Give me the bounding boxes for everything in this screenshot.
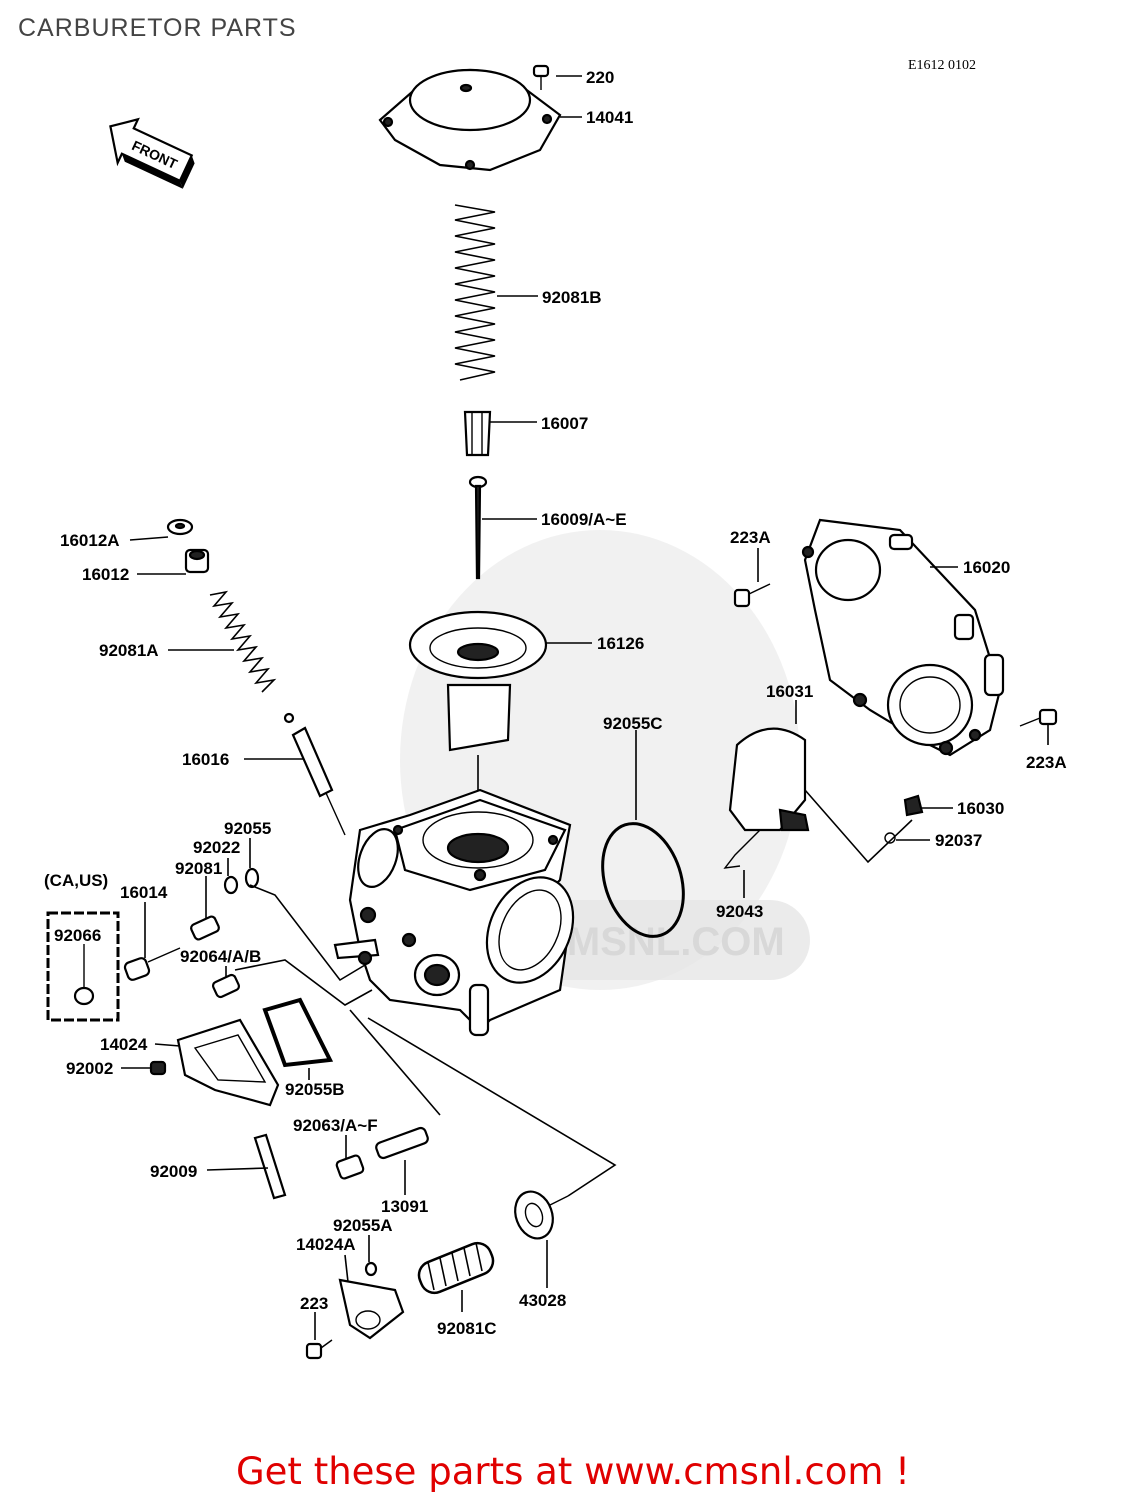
screw-223a-right-part xyxy=(1019,708,1058,727)
side-cover-part xyxy=(801,518,1005,757)
spring-92081c-part xyxy=(417,1241,495,1295)
callout-14041: 14041 xyxy=(586,108,633,127)
spring-92081b-part xyxy=(454,204,496,381)
washer-92022-part xyxy=(223,875,239,895)
callout-223a-top: 223A xyxy=(730,528,771,547)
callout-16014: 16014 xyxy=(120,883,168,902)
valve-16016-part xyxy=(283,712,346,836)
cap-16012a-part xyxy=(166,518,194,536)
cover-14024-part xyxy=(176,1018,280,1107)
top-cover-part xyxy=(378,68,562,172)
ca-us-plug-box xyxy=(46,911,120,1022)
watermark-text: CMSNL.COM xyxy=(538,920,785,964)
callout-92022: 92022 xyxy=(193,838,240,857)
callout-92081b: 92081B xyxy=(542,288,602,307)
diaphragm-part xyxy=(408,610,548,752)
callout-16016: 16016 xyxy=(182,750,229,769)
jet-92064-part xyxy=(211,973,241,999)
callout-16126: 16126 xyxy=(597,634,644,653)
callout-92055c: 92055C xyxy=(603,714,663,733)
screw-16014-part xyxy=(123,947,181,981)
callout-92055a: 92055A xyxy=(333,1216,393,1235)
cover-14024a-part xyxy=(338,1278,405,1340)
needle-jet-13091-part xyxy=(375,1126,429,1160)
float-part xyxy=(723,727,810,869)
screw-92002-part xyxy=(149,1060,167,1076)
drain-92009-part xyxy=(253,1133,287,1200)
cap-16012-part xyxy=(184,548,210,574)
callout-16030: 16030 xyxy=(957,799,1004,818)
plunger-43028-part xyxy=(514,1190,569,1240)
jet-92063-part xyxy=(335,1154,365,1180)
callout-43028: 43028 xyxy=(519,1291,566,1310)
footer-cta-link[interactable]: Get these parts at www.cmsnl.com ! xyxy=(235,1450,910,1493)
callout-92055b: 92055B xyxy=(285,1080,345,1099)
callout-220: 220 xyxy=(586,68,614,87)
callout-92081c: 92081C xyxy=(437,1319,497,1338)
front-arrow-icon: FRONT xyxy=(109,117,195,189)
callout-16007: 16007 xyxy=(541,414,588,433)
leader-lines xyxy=(121,75,1049,1340)
callout-92002: 92002 xyxy=(66,1059,113,1078)
callout-92037: 92037 xyxy=(935,831,982,850)
clip-92037-part xyxy=(884,832,896,844)
callout-92081a: 92081A xyxy=(99,641,159,660)
callout-16031: 16031 xyxy=(766,682,813,701)
callout-ca-us: (CA,US) xyxy=(44,871,108,890)
callout-92066: 92066 xyxy=(54,926,101,945)
callout-13091: 13091 xyxy=(381,1197,428,1216)
screw-223-part xyxy=(305,1339,333,1360)
callout-labels: 220 14041 92081B 16007 16009/A~E 16012A … xyxy=(44,68,1067,1338)
callout-92055: 92055 xyxy=(224,819,271,838)
callout-92064: 92064/A/B xyxy=(180,947,261,966)
callout-223: 223 xyxy=(300,1294,328,1313)
oring-92055-part xyxy=(244,867,260,889)
screw-220-part xyxy=(532,64,550,90)
needle-valve-16030-part xyxy=(903,794,924,817)
callout-16012a: 16012A xyxy=(60,531,120,550)
oring-92055a-part xyxy=(364,1261,378,1277)
callout-92009: 92009 xyxy=(150,1162,197,1181)
spring-92081-part xyxy=(190,915,220,941)
page-title: CARBURETOR PARTS xyxy=(18,14,297,42)
callout-92063: 92063/A~F xyxy=(293,1116,378,1135)
screw-223a-top-part xyxy=(733,583,771,608)
callout-14024a: 14024A xyxy=(296,1235,356,1254)
callout-16012: 16012 xyxy=(82,565,129,584)
callout-16020: 16020 xyxy=(963,558,1010,577)
carburetor-exploded-diagram: CMSNL.COM FRONT xyxy=(44,64,1067,1360)
gasket-92055b-part xyxy=(262,997,334,1068)
spring-92081a-part xyxy=(209,590,277,693)
diagram-code: E1612 0102 xyxy=(908,58,977,73)
carburetor-body-part xyxy=(333,788,575,1037)
callout-16009: 16009/A~E xyxy=(541,510,627,529)
oring-92055c-part xyxy=(601,822,685,938)
callout-223a-right: 223A xyxy=(1026,753,1067,772)
needle-holder-part xyxy=(463,410,492,457)
jet-needle-part xyxy=(468,475,488,580)
callout-14024: 14024 xyxy=(100,1035,148,1054)
callout-92043: 92043 xyxy=(716,902,763,921)
callout-92081: 92081 xyxy=(175,859,222,878)
